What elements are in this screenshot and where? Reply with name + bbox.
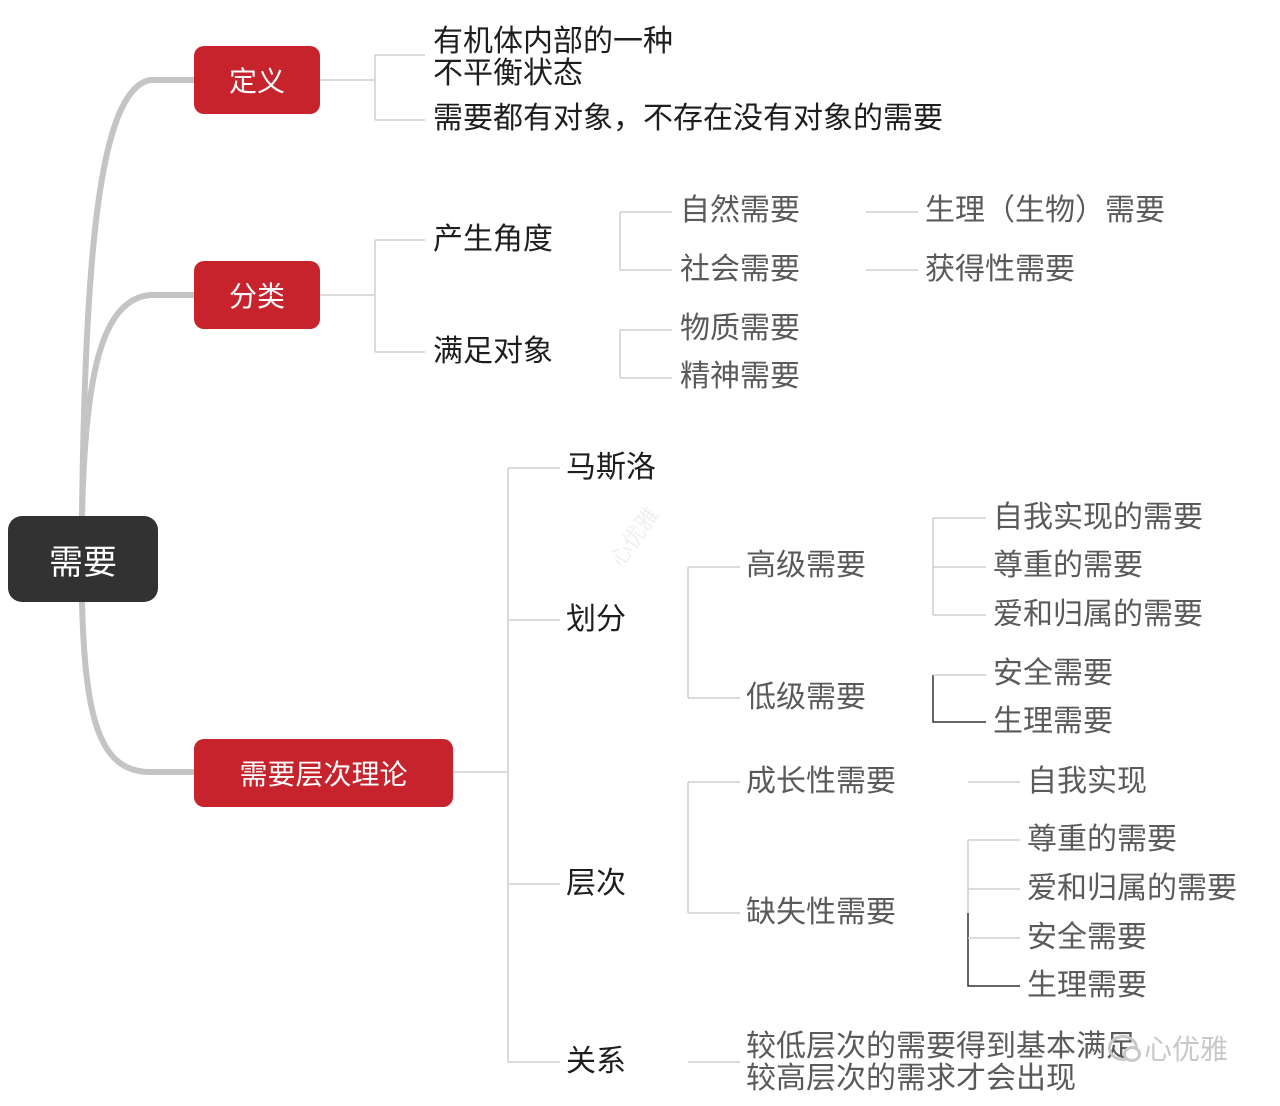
- root-label: 需要: [49, 542, 117, 583]
- relation-label: 关系: [566, 1044, 626, 1079]
- classification-node[interactable]: 分类: [194, 261, 320, 329]
- high-need-item-3: 爱和归属的需要: [993, 597, 1203, 632]
- high-need-item-2: 尊重的需要: [993, 548, 1143, 583]
- high-needs-label: 高级需要: [746, 548, 866, 583]
- object-label: 满足对象: [433, 334, 553, 369]
- hierarchy-theory-node[interactable]: 需要层次理论: [194, 739, 453, 807]
- growth-needs-label: 成长性需要: [746, 764, 896, 799]
- low-need-item-2: 生理需要: [993, 704, 1113, 739]
- watermark: 心优雅: [1108, 1028, 1228, 1068]
- natural-needs: 自然需要: [680, 193, 800, 228]
- definition-node[interactable]: 定义: [194, 46, 320, 114]
- hierarchy-theory-label: 需要层次理论: [239, 758, 408, 791]
- classification-label: 分类: [228, 280, 285, 313]
- high-need-item-1: 自我实现的需要: [993, 500, 1203, 535]
- maslow-label: 马斯洛: [566, 450, 656, 485]
- growth-need-item: 自我实现: [1027, 764, 1147, 799]
- material-needs: 物质需要: [680, 311, 800, 346]
- division-label: 划分: [566, 602, 626, 637]
- root-node[interactable]: 需要: [8, 516, 158, 602]
- social-needs: 社会需要: [680, 252, 800, 287]
- deficiency-need-item-3: 安全需要: [1027, 920, 1147, 955]
- deficiency-needs-label: 缺失性需要: [746, 895, 896, 930]
- low-need-item-1: 安全需要: [993, 656, 1113, 691]
- definition-item-2: 需要都有对象，不存在没有对象的需要: [433, 101, 943, 136]
- watermark-text: 心优雅: [1144, 1033, 1229, 1066]
- relation-text: 较低层次的需要得到基本满足 较高层次的需求才会出现: [746, 1029, 1136, 1096]
- deficiency-need-item-4: 生理需要: [1027, 968, 1147, 1003]
- wechat-icon: [1108, 1035, 1141, 1062]
- low-needs-label: 低级需要: [746, 680, 866, 715]
- levels-label: 层次: [566, 866, 626, 901]
- spiritual-needs: 精神需要: [680, 359, 800, 394]
- origin-angle-label: 产生角度: [433, 222, 553, 257]
- definition-item-1: 有机体内部的一种 不平衡状态: [433, 24, 673, 91]
- social-needs-note: 获得性需要: [925, 252, 1075, 287]
- deficiency-need-item-2: 爱和归属的需要: [1027, 871, 1237, 906]
- natural-needs-note: 生理（生物）需要: [925, 193, 1165, 228]
- definition-label: 定义: [228, 65, 285, 98]
- deficiency-need-item-1: 尊重的需要: [1027, 822, 1177, 857]
